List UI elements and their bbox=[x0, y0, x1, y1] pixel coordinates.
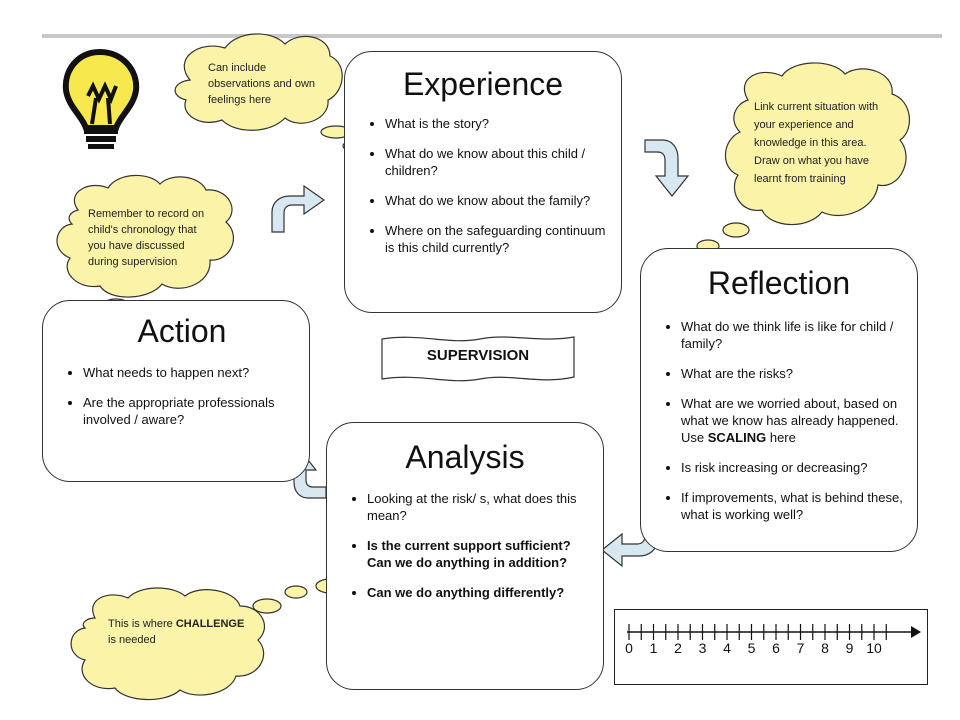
challenge-emphasis: CHALLENGE bbox=[175, 618, 245, 630]
list-item: Looking at the risk/ s, what does this m… bbox=[367, 490, 589, 524]
action-list: What needs to happen next? Are the appro… bbox=[43, 364, 309, 428]
supervision-label: SUPERVISION bbox=[426, 347, 530, 364]
list-item: Is the current support sufficient? Can w… bbox=[367, 537, 589, 571]
list-item: If improvements, what is behind these, w… bbox=[681, 489, 903, 523]
experience-panel: Experience What is the story? What do we… bbox=[344, 51, 622, 313]
scale-line bbox=[627, 624, 921, 640]
scale-tick-label: 8 bbox=[821, 640, 829, 656]
challenge-suffix: is needed bbox=[108, 634, 156, 646]
list-item: What are we worried about, based on what… bbox=[681, 395, 903, 446]
list-item: Is risk increasing or decreasing? bbox=[681, 459, 903, 476]
scale-ticks bbox=[628, 624, 887, 640]
scale-tick-label: 0 bbox=[625, 640, 633, 656]
lightbulb-icon bbox=[62, 48, 140, 149]
arrow-experience-to-reflection bbox=[644, 139, 690, 197]
scale-tick-label: 6 bbox=[772, 640, 780, 656]
arrow-action-to-experience bbox=[271, 184, 326, 233]
scale-tick-label: 4 bbox=[723, 640, 731, 656]
scale-tick-label: 5 bbox=[747, 640, 756, 656]
reflection-list: What do we think life is like for child … bbox=[641, 318, 917, 523]
cloud-observations-text: Can include observations and own feeling… bbox=[208, 62, 316, 106]
scale-tick-label: 3 bbox=[698, 640, 707, 656]
analysis-title: Analysis bbox=[405, 439, 525, 475]
list-item: What do we know about the family? bbox=[385, 192, 609, 209]
list-item: What are the risks? bbox=[681, 365, 903, 382]
reflection-title: Reflection bbox=[707, 265, 851, 301]
scale-tick-label: 9 bbox=[845, 640, 854, 656]
scale-tick-label: 2 bbox=[674, 640, 682, 656]
action-title: Action bbox=[137, 313, 227, 349]
reflection-panel: Reflection What do we think life is like… bbox=[640, 248, 918, 552]
list-item: Can we do anything differently? bbox=[367, 584, 589, 601]
list-item: What do we think life is like for child … bbox=[681, 318, 903, 352]
list-item: What is the story? bbox=[385, 115, 609, 132]
analysis-panel: Analysis Looking at the risk/ s, what do… bbox=[326, 422, 604, 690]
list-item: Are the appropriate professionals involv… bbox=[83, 394, 295, 428]
cloud-chronology-text: Remember to record on child's chronology… bbox=[88, 208, 205, 268]
challenge-prefix: This is where bbox=[108, 618, 176, 630]
experience-list: What is the story? What do we know about… bbox=[345, 115, 621, 256]
scale-tick-label: 1 bbox=[649, 640, 658, 656]
scale-tick-label: 7 bbox=[796, 640, 805, 656]
action-panel: Action What needs to happen next? Are th… bbox=[42, 300, 310, 482]
scale-tick-label: 10 bbox=[866, 640, 882, 656]
list-item-suffix: here bbox=[766, 430, 796, 445]
analysis-list: Looking at the risk/ s, what does this m… bbox=[327, 490, 603, 601]
top-divider-line bbox=[42, 34, 942, 38]
list-item: What needs to happen next? bbox=[83, 364, 295, 381]
experience-title: Experience bbox=[402, 66, 564, 102]
banner-shape bbox=[381, 336, 575, 382]
scaling-emphasis: SCALING bbox=[707, 430, 767, 445]
list-item: Where on the safeguarding continuum is t… bbox=[385, 222, 609, 256]
cloud-challenge-text: This is where CHALLENGE is needed bbox=[108, 616, 248, 648]
cloud-link-text: Link current situation with your experie… bbox=[754, 101, 879, 185]
list-item-text: What are we worried about, based on what… bbox=[681, 396, 899, 445]
supervision-banner: SUPERVISION bbox=[380, 333, 576, 385]
list-item: What do we know about this child / child… bbox=[385, 145, 609, 179]
